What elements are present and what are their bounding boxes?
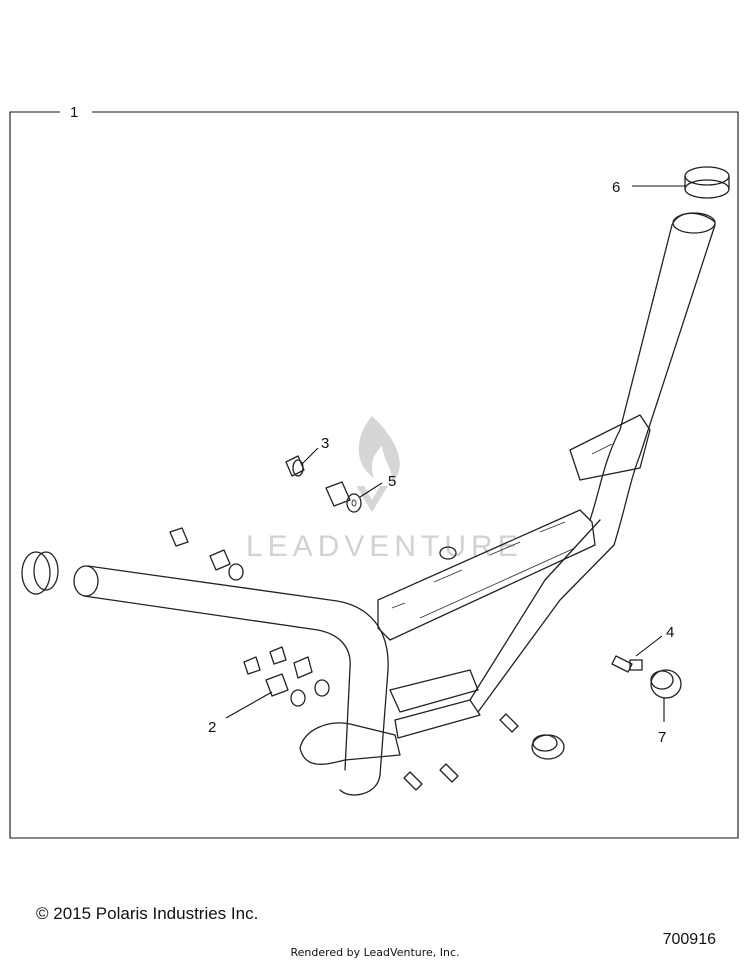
callout-3[interactable]: 3 — [321, 435, 329, 452]
callout-4[interactable]: 4 — [666, 624, 674, 641]
copyright-text: © 2015 Polaris Industries Inc. — [36, 904, 259, 923]
plug-lower — [531, 734, 565, 760]
part-6-end-cap: 6 — [612, 166, 730, 199]
callout-7[interactable]: 7 — [658, 729, 666, 746]
bolts-lower — [403, 713, 519, 791]
left-end-cap — [21, 551, 59, 595]
rendered-by-text: Rendered by LeadVenture, Inc. — [290, 946, 460, 959]
callout-5[interactable]: 5 — [388, 473, 396, 490]
assembly-frame: 1 — [9, 104, 739, 839]
watermark-text: LEADVENTURE — [246, 530, 523, 563]
part-2-rivets: 2 — [208, 646, 330, 736]
callout-6[interactable]: 6 — [612, 179, 620, 196]
handlebar-tube — [73, 212, 716, 796]
callout-1[interactable]: 1 — [70, 104, 78, 121]
part-3-rivet: 3 — [285, 435, 329, 477]
leadventure-watermark: LEADVENTURE — [246, 416, 523, 563]
diagram-reference-number: 700916 — [662, 931, 716, 948]
rivet-group-left — [169, 527, 244, 581]
part-7-plug: 7 — [650, 669, 682, 746]
part-4-bolt: 4 — [611, 624, 674, 673]
part-5-bushing: 5 — [325, 473, 396, 513]
callout-2[interactable]: 2 — [208, 719, 216, 736]
